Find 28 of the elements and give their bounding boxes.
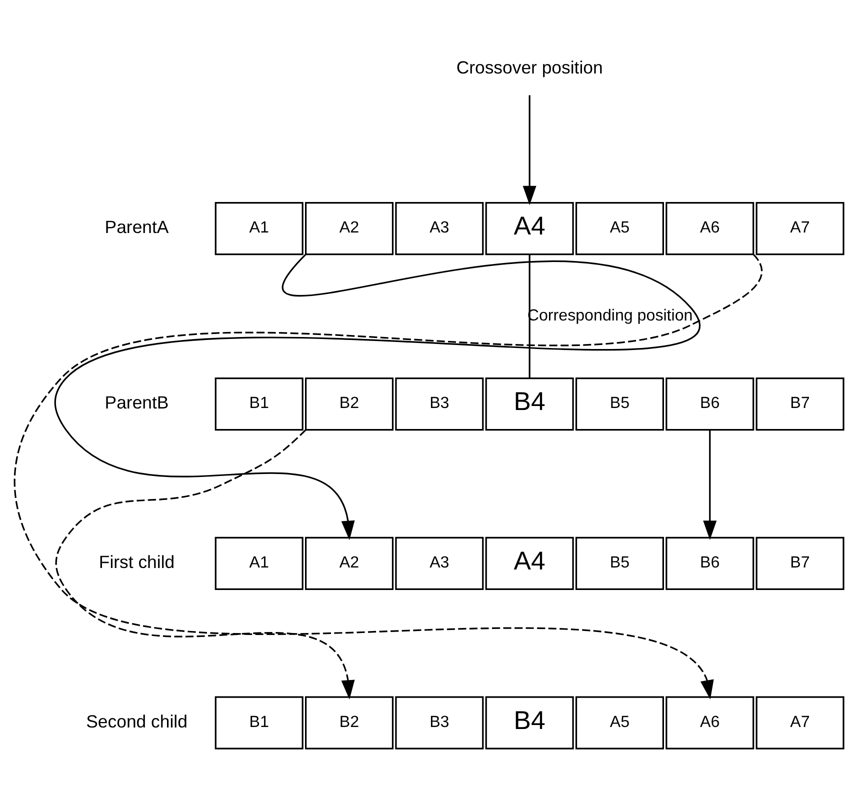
node-box: A5 <box>575 202 664 255</box>
node-box: A6 <box>666 696 754 749</box>
node-box: B2 <box>305 696 394 749</box>
node-box: A4 <box>485 202 574 255</box>
node-box: B5 <box>575 536 664 590</box>
node-text: Crossover position <box>456 57 603 78</box>
node-box: B4 <box>485 696 574 749</box>
node-box: A5 <box>575 696 664 749</box>
node-box: A3 <box>395 536 484 590</box>
node-box: A2 <box>305 202 394 255</box>
arrow <box>522 94 536 205</box>
node-box: A7 <box>756 696 844 749</box>
label: Second child <box>86 710 188 731</box>
node-box: B3 <box>395 696 484 749</box>
node-box: B1 <box>214 696 304 749</box>
label: First child <box>98 551 175 572</box>
node-box: B7 <box>756 376 844 430</box>
arrow <box>703 430 717 540</box>
label: ParentA <box>104 216 169 237</box>
node-box: A6 <box>666 202 754 255</box>
node-box: A1 <box>214 536 304 590</box>
node-box: B7 <box>756 536 844 590</box>
node-box: B6 <box>666 536 754 590</box>
node-box: A7 <box>756 202 844 255</box>
node-box: A3 <box>395 202 484 255</box>
node-box: A1 <box>214 202 304 255</box>
node-box: A4 <box>485 536 574 590</box>
node-box: A2 <box>305 536 394 590</box>
